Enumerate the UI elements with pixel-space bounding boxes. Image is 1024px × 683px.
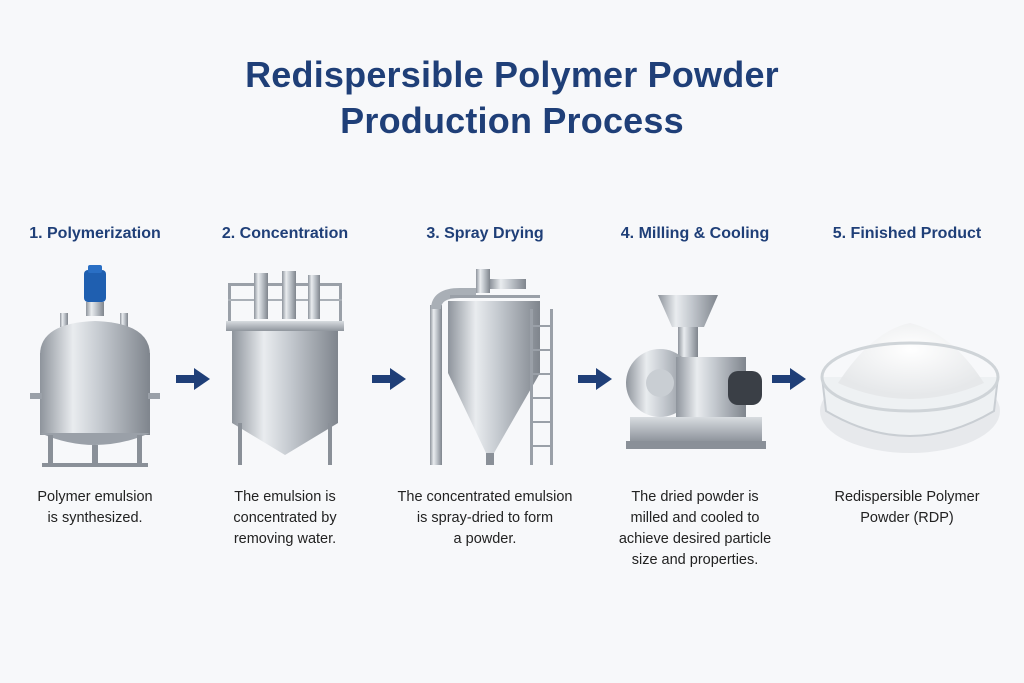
- step-polymerization: 1. Polymerization Polymer emulsion is sy…: [0, 225, 190, 526]
- step-finished-product: 5. Finished Product Redispersible Polyme…: [812, 225, 1002, 526]
- step-description: The concentrated emulsion is spray-dried…: [397, 489, 573, 547]
- page-title: Redispersible Polymer Powder Production …: [0, 52, 1024, 144]
- reactor-icon: [30, 265, 160, 467]
- step-title: 1. Polymerization: [29, 225, 161, 242]
- arrow-right-icon: [578, 368, 612, 390]
- step-description: The emulsion is concentrated by removing…: [233, 489, 337, 547]
- step-milling-cooling: 4. Milling & Cooling The dried powder is…: [600, 225, 790, 568]
- mill-icon: [626, 295, 766, 449]
- concentrator-tank-icon: [226, 271, 344, 465]
- arrow-right-icon: [176, 368, 210, 390]
- step-description: Redispersible Polymer Powder (RDP): [834, 489, 980, 526]
- spray-dryer-icon: [430, 269, 553, 465]
- step-title: 3. Spray Drying: [426, 225, 544, 242]
- title-line-1: Redispersible Polymer Powder: [245, 54, 779, 95]
- step-spray-drying: 3. Spray Drying The concentrated emulsio…: [390, 225, 580, 547]
- step-title: 4. Milling & Cooling: [620, 225, 770, 242]
- arrow-right-icon: [372, 368, 406, 390]
- arrow-right-icon: [772, 368, 806, 390]
- step-description: The dried powder is milled and cooled to…: [618, 489, 772, 568]
- step-title: 5. Finished Product: [832, 225, 982, 242]
- step-description: Polymer emulsion is synthesized.: [37, 489, 153, 526]
- step-title: 2. Concentration: [221, 225, 349, 242]
- step-concentration: 2. Concentration The emulsion is concent…: [190, 225, 380, 547]
- powder-dish-icon: [820, 323, 1000, 453]
- title-line-2: Production Process: [340, 100, 684, 141]
